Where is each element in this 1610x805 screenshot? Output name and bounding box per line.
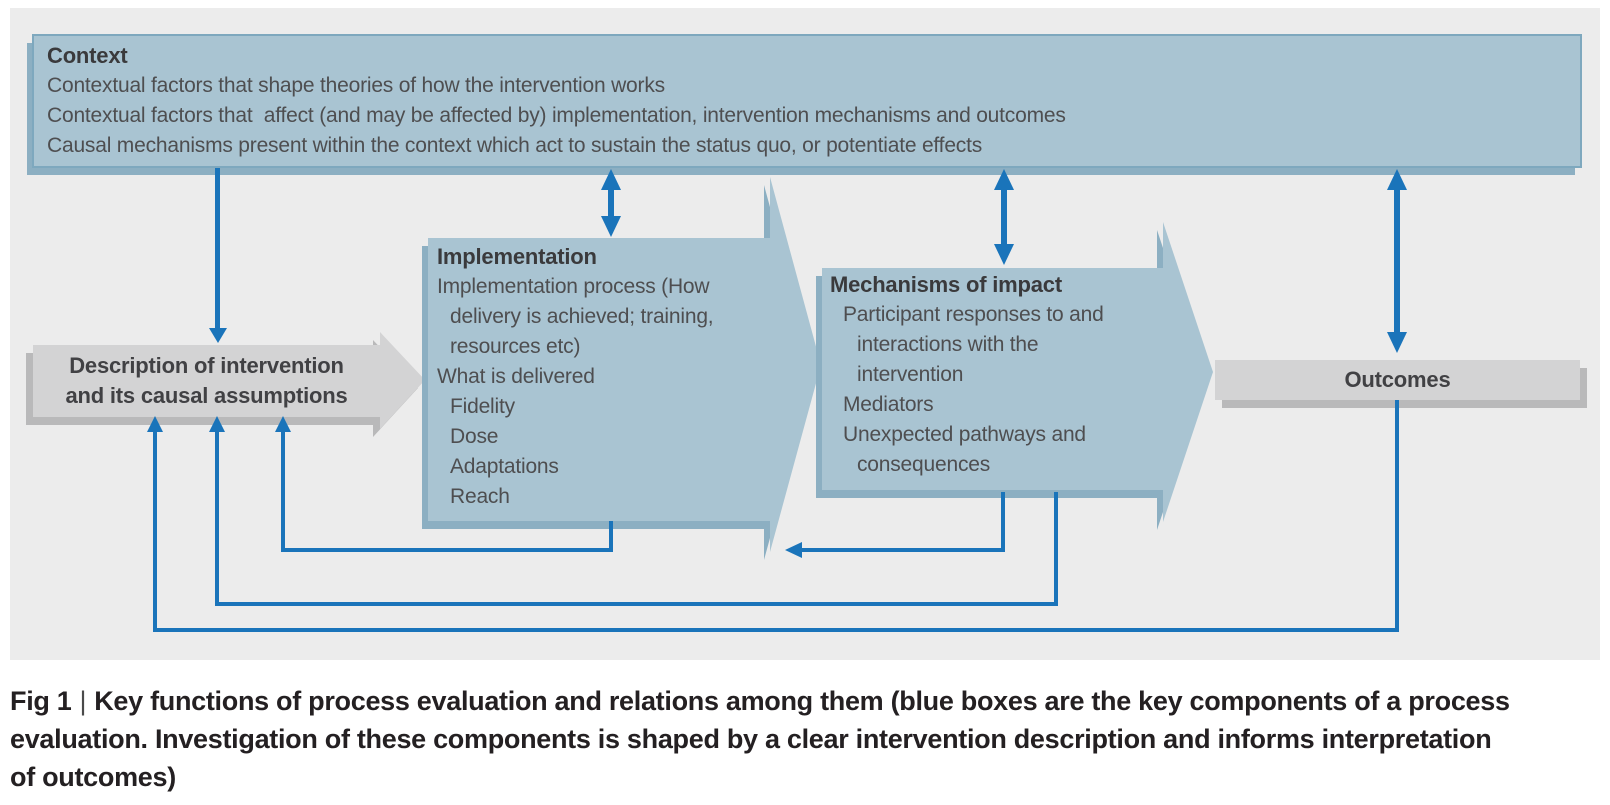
implementation-line: delivery is achieved; training, [450,305,714,328]
context-line: Contextual factors that affect (and may … [47,104,1066,127]
implementation-box [428,177,821,552]
caption-fig-label: Fig 1 [10,686,72,716]
mechanisms-line: intervention [857,363,964,386]
arrow-context-implementation-two-way [601,169,621,237]
context-title: Context [47,43,128,68]
arrow-mechanisms-to-implementation-feedback [785,492,1005,558]
figure-caption: Fig 1|Key functions of process evaluatio… [10,682,1606,796]
context-line: Contextual factors that shape theories o… [47,74,665,97]
arrow-mechanisms-to-description-feedback [209,416,1058,606]
outcomes-box [1215,360,1580,400]
caption-line: of outcomes) [10,762,176,792]
mechanisms-line: Mediators [843,393,934,416]
arrow-context-outcomes-two-way [1387,169,1407,353]
mechanisms-text: Mechanisms of impact Participant respons… [830,270,1160,480]
mechanisms-box-group [816,222,1213,530]
context-box-group [27,34,1582,175]
mechanisms-line: Unexpected pathways and [843,423,1086,446]
connector-arrows [147,168,1407,632]
caption-text: Key functions of process evaluation and … [94,686,1510,716]
arrow-outcomes-to-description-feedback [147,400,1399,632]
arrow-context-to-description [209,168,227,343]
mechanisms-box [822,222,1213,522]
caption-line: Fig 1|Key functions of process evaluatio… [10,682,1606,720]
implementation-line: Reach [450,485,510,508]
outcomes-title: Outcomes [1344,367,1451,392]
context-text: Context Contextual factors that shape th… [47,41,1567,161]
arrow-implementation-to-description-feedback [275,416,613,552]
context-box [32,34,1582,168]
implementation-line: What is delivered [437,365,595,388]
mechanisms-title: Mechanisms of impact [830,272,1062,297]
description-label: Description of intervention and its caus… [33,345,380,417]
implementation-line: Implementation process (How [437,275,710,298]
context-line: Causal mechanisms present within the con… [47,134,983,157]
description-box-group [26,332,425,437]
description-box [33,332,425,429]
implementation-title: Implementation [437,244,597,269]
description-line: Description of intervention [69,353,344,378]
description-line: and its causal assumptions [65,383,348,408]
mechanisms-line: Participant responses to and [843,303,1104,326]
implementation-box-group [422,177,821,560]
mechanisms-line: consequences [857,453,991,476]
implementation-line: resources etc) [450,335,581,358]
outcomes-box-group [1215,360,1587,408]
implementation-line: Dose [450,425,499,448]
outcomes-label: Outcomes [1215,360,1580,400]
implementation-text: Implementation Implementation process (H… [437,242,767,512]
implementation-line: Adaptations [450,455,559,478]
caption-separator: | [79,686,87,716]
implementation-line: Fidelity [450,395,515,418]
caption-line: evaluation. Investigation of these compo… [10,724,1492,754]
arrow-context-mechanisms-two-way [994,169,1014,265]
mechanisms-line: interactions with the [857,333,1039,356]
